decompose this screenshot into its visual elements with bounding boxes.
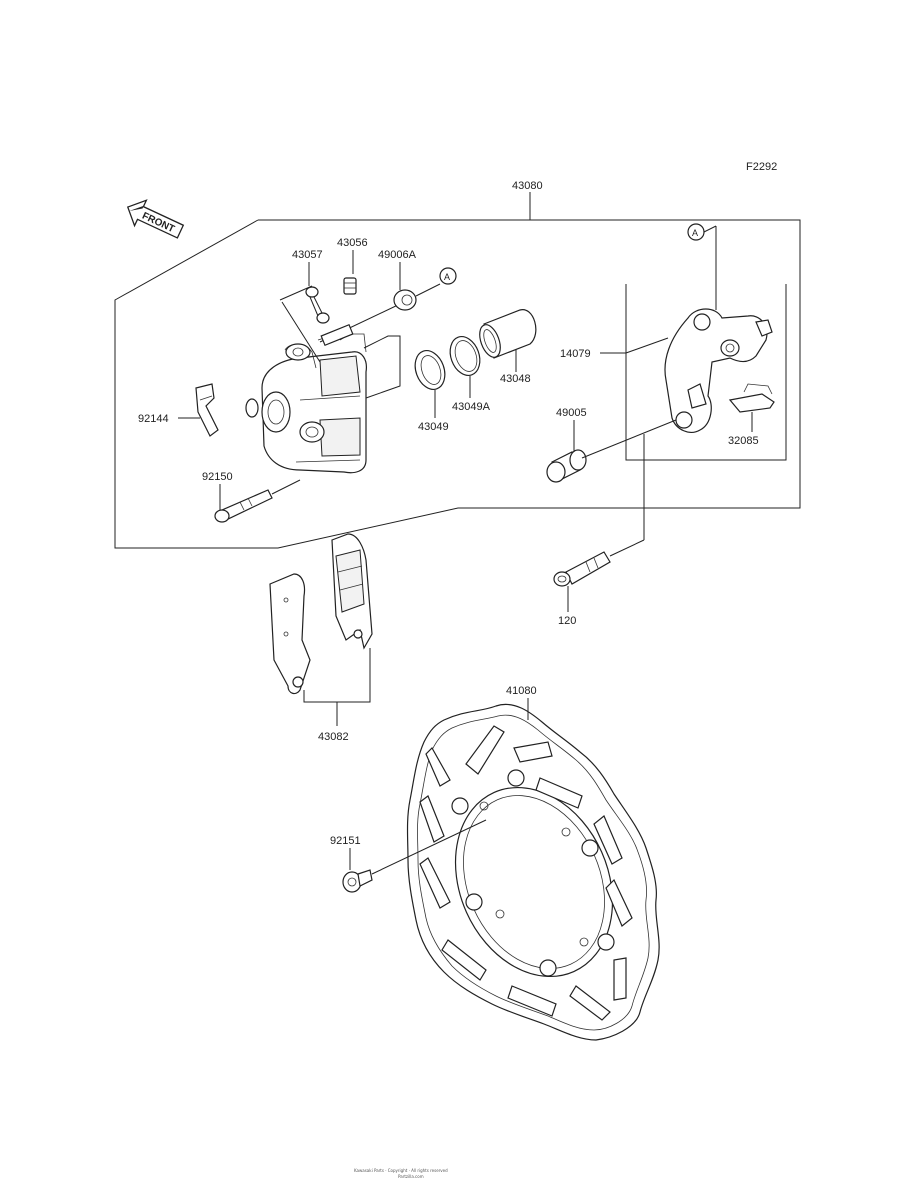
label-seal-a: 43049A [452, 401, 491, 413]
footer-line-2: Partzilla.com [398, 1174, 424, 1179]
footer-line-1: Kawasaki Parts · Copyright · All rights … [354, 1168, 448, 1173]
boot-49006A [393, 289, 417, 311]
label-disc: 41080 [506, 685, 537, 697]
leader-boot-pin-bracket [581, 419, 677, 459]
label-boot-pin: 49005 [556, 407, 587, 419]
front-arrow-icon: FRONT [126, 199, 185, 239]
seal-43049A [449, 336, 481, 376]
label-bleeder-valve: 43056 [337, 237, 368, 249]
ref-marker-a-right-text: A [692, 228, 698, 238]
boot-pin-49005 [546, 449, 587, 483]
bleeder-valve [343, 277, 357, 295]
ref-marker-a-left-text: A [444, 272, 450, 282]
diagram-code: F2292 [746, 161, 777, 173]
leader-43057c [281, 301, 321, 363]
label-pad-set: 43082 [318, 731, 349, 743]
pad-outer [269, 573, 311, 695]
disc-bolt-92151 [342, 869, 373, 893]
pin-bolt-92150 [214, 489, 273, 523]
label-disc-bolt: 92151 [330, 835, 361, 847]
caliper-assy-boundary [114, 219, 801, 549]
label-boot: 49006A [378, 249, 417, 261]
label-pad-spring: 32085 [728, 435, 759, 447]
piston-43048 [479, 309, 537, 359]
caliper-bolt-120 [553, 551, 611, 587]
label-piston: 43048 [500, 373, 531, 385]
leader-ref-a [703, 225, 717, 233]
leader-14079b [625, 337, 669, 354]
bracket-14079 [664, 308, 773, 433]
label-caliper-bolt: 120 [558, 615, 576, 627]
brake-disc-41080 [406, 703, 660, 1041]
label-pin-bolt: 92150 [202, 471, 233, 483]
label-caliper-assy: 43080 [512, 180, 543, 192]
leader-120-a [609, 539, 645, 557]
label-bracket: 14079 [560, 348, 591, 360]
pad-spring-32085 [728, 383, 775, 413]
label-bleeder-cap: 43057 [292, 249, 323, 261]
leader-43057b [279, 285, 313, 301]
label-seal: 43049 [418, 421, 449, 433]
label-pad-clip: 92144 [138, 413, 169, 425]
ref-marker-a-left [439, 267, 457, 285]
leader-boot-A [415, 283, 441, 297]
caliper-pin [320, 323, 354, 347]
leader-pinbolt-caliper [271, 479, 301, 495]
seal-43049 [414, 350, 446, 390]
pad-clip-92144 [195, 383, 219, 437]
leader-disc-bolt-hole [371, 819, 487, 875]
pad-inner [331, 533, 373, 650]
caliper-body [245, 329, 367, 474]
pad-set-bracket [303, 648, 371, 703]
caliper-group-line [363, 335, 401, 399]
bleeder-cap [305, 286, 330, 324]
